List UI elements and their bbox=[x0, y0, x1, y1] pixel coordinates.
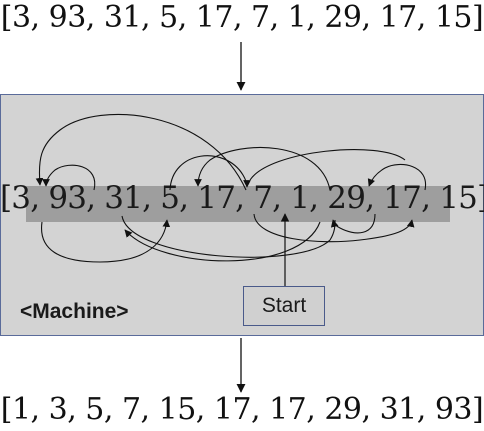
input-sequence: [3, 93, 31, 5, 17, 7, 1, 29, 17, 15] bbox=[0, 0, 484, 35]
machine-label: <Machine> bbox=[20, 300, 129, 323]
output-sequence: [1, 3, 5, 7, 15, 17, 17, 29, 31, 93] bbox=[0, 392, 484, 427]
start-button[interactable]: Start bbox=[243, 286, 325, 326]
inner-sequence: [3, 93, 31, 5, 17, 7, 1, 29, 17, 15] bbox=[0, 180, 484, 216]
